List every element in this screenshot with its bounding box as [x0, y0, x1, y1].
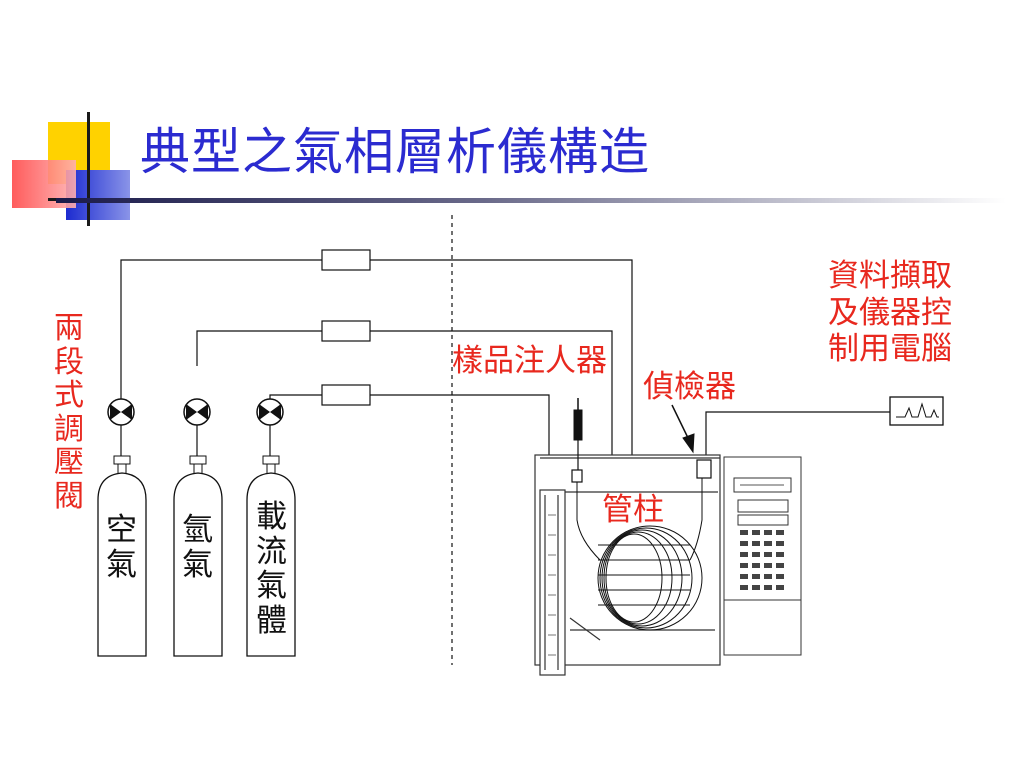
- carrier-line: [269, 394, 550, 478]
- cylinder-air: [97, 472, 147, 657]
- signal-line: [705, 411, 890, 455]
- gc-control-panel: [723, 456, 802, 656]
- injector-label: 樣品注人器: [452, 343, 607, 379]
- hydrogen-line: [196, 330, 613, 490]
- regulator-valve-hydrogen: [183, 398, 211, 475]
- gc-instrument: [534, 454, 721, 676]
- chromatogram-icon: [889, 396, 944, 426]
- syringe-icon: [573, 398, 583, 470]
- detector-label: 偵檢器: [643, 369, 736, 405]
- cylinder-label-carrier: 載流氣體: [256, 499, 287, 640]
- regulator-label: 兩段式調壓閥: [54, 311, 84, 514]
- flow-controller-box-1: [321, 249, 371, 271]
- cylinder-label-air: 空氣: [106, 512, 137, 583]
- computer-label-line-3: 制用電腦: [828, 331, 952, 368]
- computer-label-line-1: 資料擷取: [828, 258, 952, 294]
- cylinder-hydrogen: [173, 472, 223, 657]
- title-underline: [56, 198, 1006, 203]
- detector-arrow: [671, 404, 695, 454]
- air-line: [120, 259, 633, 470]
- deco-blue-square: [66, 170, 130, 220]
- cylinder-label-hydrogen: 氫氣: [182, 512, 213, 583]
- deco-vertical-line: [87, 112, 90, 226]
- cylinder-carrier: [246, 472, 296, 657]
- computer-label: 資料擷取 及儀器控 制用電腦: [828, 258, 952, 368]
- regulator-valve-carrier: [256, 398, 284, 475]
- page-title: 典型之氣相層析儀構造: [140, 123, 650, 181]
- regulator-valve-air: [107, 398, 135, 475]
- column-label: 管柱: [602, 492, 664, 528]
- computer-label-line-2: 及儀器控: [828, 294, 952, 331]
- flow-controller-box-3: [321, 384, 371, 406]
- flow-controller-box-2: [321, 320, 371, 342]
- column-coil: [576, 478, 703, 631]
